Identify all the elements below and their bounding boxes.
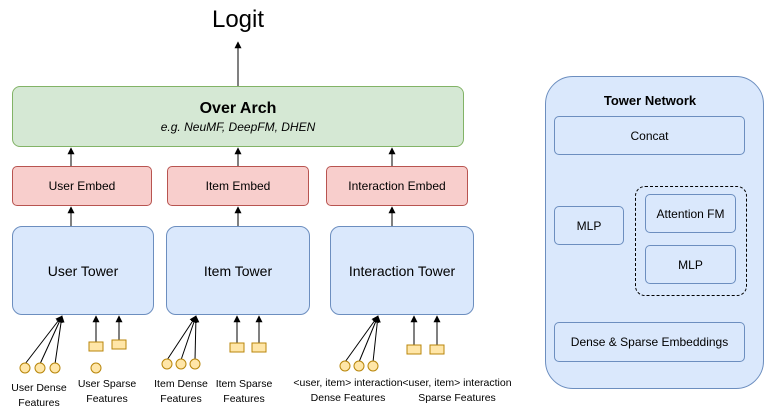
- over-arch-subtitle: e.g. NeuMF, DeepFM, DHEN: [160, 119, 316, 134]
- item-dense-node: [175, 358, 187, 370]
- mlp-left-box: MLP: [554, 206, 624, 245]
- interaction-embed-box: Interaction Embed: [326, 166, 468, 206]
- over-arch-box: Over Arch e.g. NeuMF, DeepFM, DHEN: [12, 86, 464, 147]
- item-dense-node: [161, 358, 173, 370]
- logit-label: Logit: [211, 6, 265, 33]
- embeddings-box: Dense & Sparse Embeddings: [554, 322, 745, 362]
- user-dense-node: [19, 362, 31, 374]
- item-embed-box: Item Embed: [167, 166, 309, 206]
- user-sparse-node: [88, 341, 104, 352]
- inter-dense-node: [353, 360, 365, 372]
- user-sparse-node: [111, 339, 127, 350]
- user-dense-node: [49, 362, 61, 374]
- inter-sparse-node: [406, 344, 422, 355]
- inter-dense-node: [339, 360, 351, 372]
- user-tower-box: User Tower: [12, 226, 154, 315]
- item-sparse-node: [251, 342, 267, 353]
- user-embed-box: User Embed: [12, 166, 152, 206]
- mlp-inner-box: MLP: [645, 245, 736, 284]
- inter-sparse-node: [429, 344, 445, 355]
- item-dense-node: [189, 358, 201, 370]
- inter-dense-node: [367, 360, 379, 372]
- item-sparse-node: [229, 342, 245, 353]
- attention-fm-box: Attention FM: [645, 194, 736, 233]
- over-arch-title: Over Arch: [199, 99, 277, 117]
- item-tower-box: Item Tower: [166, 226, 310, 315]
- user-sparse-node: [90, 362, 102, 374]
- dashed-group: [635, 186, 747, 296]
- concat-box: Concat: [554, 116, 745, 155]
- tower-network-title: Tower Network: [603, 93, 697, 108]
- interaction-tower-box: Interaction Tower: [330, 226, 474, 315]
- user-dense-node: [34, 362, 46, 374]
